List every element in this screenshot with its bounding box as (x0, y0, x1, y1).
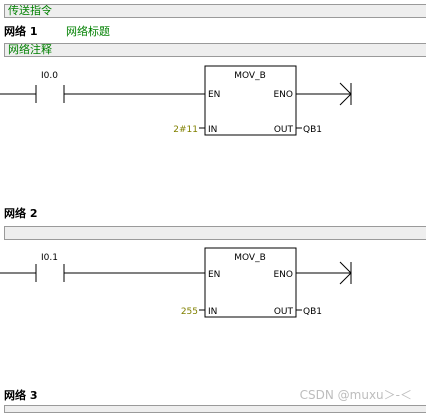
rung-2-block-name: MOV_B (234, 253, 266, 263)
rung-1-out-value[interactable]: QB1 (303, 125, 322, 135)
rung-2-en-label: EN (208, 270, 220, 280)
rung-2-out-value[interactable]: QB1 (303, 307, 322, 317)
csdn-watermark: CSDN @muxu＞-＜ (299, 388, 412, 402)
rung-2-in-value[interactable]: 255 (181, 307, 198, 317)
network-2-label[interactable]: 网络 2 (4, 207, 38, 220)
rung-1[interactable]: I0.0 MOV_B EN ENO IN OUT 2#11 QB1 (0, 65, 352, 136)
program-title: 传送指令 (8, 4, 52, 17)
network-2-comment-bar[interactable] (4, 226, 426, 240)
rung-1-in-label: IN (208, 125, 217, 135)
rung-1-block-name: MOV_B (234, 71, 266, 81)
rung-1-eno-label: ENO (273, 90, 293, 100)
network-1-comment-bar[interactable]: 网络注释 (4, 43, 426, 57)
network-1-title[interactable]: 网络标题 (66, 25, 110, 38)
rung-2-mov-b-box[interactable] (204, 247, 297, 318)
network-1-label[interactable]: 网络 1 (4, 25, 38, 38)
network-3-label[interactable]: 网络 3 (4, 389, 38, 402)
rung-2-contact-i01[interactable] (35, 264, 65, 282)
network-1-comment: 网络注释 (8, 43, 52, 56)
rung-1-contact-i00[interactable] (35, 85, 65, 103)
program-title-bar[interactable]: 传送指令 (4, 4, 426, 18)
rung-1-contact-address: I0.0 (41, 71, 58, 81)
rung-2[interactable]: I0.1 MOV_B EN ENO IN OUT 255 QB1 (0, 247, 352, 318)
rung-1-in-value[interactable]: 2#11 (173, 125, 198, 135)
rung-2-contact-address: I0.1 (41, 253, 58, 263)
rung-2-eno-label: ENO (273, 270, 293, 280)
rung-1-mov-b-box[interactable] (204, 65, 297, 136)
rung-2-out-label: OUT (274, 307, 294, 317)
rung-1-en-label: EN (208, 90, 220, 100)
rung-1-out-label: OUT (274, 125, 294, 135)
rung-2-in-label: IN (208, 307, 217, 317)
